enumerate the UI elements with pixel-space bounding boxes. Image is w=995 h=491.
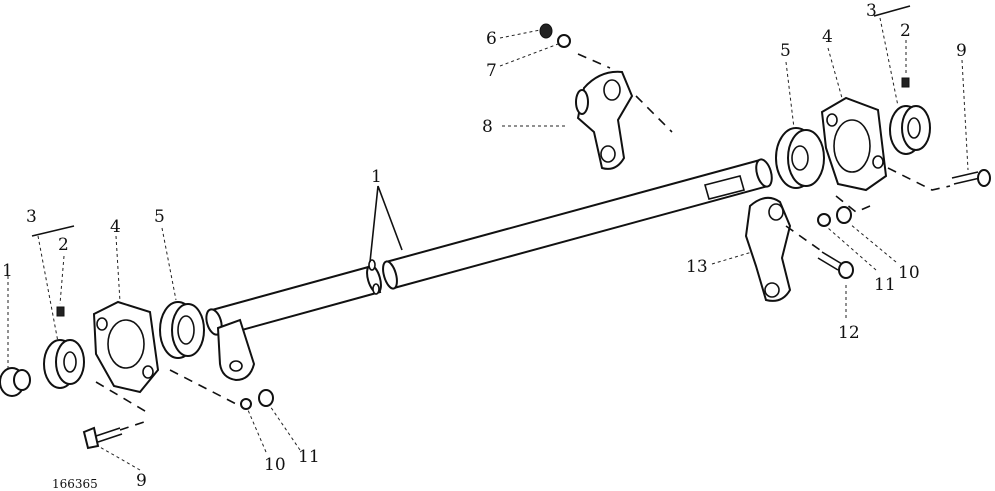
leader-5-left — [161, 227, 177, 301]
spacer-left — [159, 301, 205, 359]
leader-11-right — [827, 227, 877, 271]
leader-13 — [711, 251, 753, 265]
leader-5-right — [785, 61, 795, 129]
bearing-right — [889, 105, 931, 155]
callout-11-left: 11 — [298, 447, 320, 467]
callout-2-right: 2 — [900, 21, 911, 41]
callout-8: 8 — [482, 117, 493, 137]
leader-10-right — [849, 223, 897, 263]
leader-9-right — [961, 59, 969, 171]
flange-left — [92, 300, 160, 394]
callout-9-left: 9 — [136, 471, 147, 491]
bracket-3-right — [873, 5, 911, 17]
callout-13: 13 — [686, 257, 708, 277]
set-screw-left — [56, 306, 65, 317]
bearing-left — [43, 339, 85, 389]
leader-1-shaft — [369, 185, 403, 263]
assembly-line-right-1 — [887, 167, 951, 191]
leader-9-left — [97, 445, 141, 471]
washer-left — [240, 398, 252, 410]
callout-5-left: 5 — [154, 207, 165, 227]
callout-5-right: 5 — [780, 41, 791, 61]
callout-9-right: 9 — [956, 41, 967, 61]
leader-4-right — [827, 47, 843, 99]
callout-10-left: 10 — [264, 455, 286, 475]
assembly-line-left-2 — [119, 419, 151, 431]
callout-11-right: 11 — [874, 275, 896, 295]
nut-right — [836, 206, 852, 224]
leader-4-left — [115, 235, 121, 303]
assembly-line-arm — [785, 225, 821, 251]
drawing-code: 166365 — [52, 477, 98, 491]
leader-10-left — [247, 409, 267, 453]
bolt-left — [82, 426, 123, 450]
callout-1-shaft: 1 — [371, 167, 382, 187]
bolt-right — [951, 169, 991, 187]
bracket-upper — [575, 70, 634, 170]
nut-left — [258, 389, 274, 407]
callout-4-left: 4 — [110, 217, 121, 237]
callout-3-right: 3 — [866, 1, 877, 21]
callout-3-left: 3 — [26, 207, 37, 227]
callout-12: 12 — [838, 323, 860, 343]
leader-7 — [499, 43, 559, 67]
callout-10-right: 10 — [898, 263, 920, 283]
shaft-left-arm — [205, 308, 256, 382]
assembly-line-bracket — [577, 53, 673, 133]
flange-right — [820, 96, 888, 192]
arm-right — [744, 196, 792, 302]
leader-2-left — [59, 255, 65, 305]
assembly-line-right-2 — [835, 195, 871, 213]
leader-6 — [499, 29, 541, 39]
bracket-3-left — [31, 225, 75, 237]
leader-3-left — [37, 235, 59, 343]
nut-6 — [539, 23, 553, 39]
washer-7 — [557, 34, 571, 48]
shaft-right-segment — [382, 158, 773, 290]
assembly-line-left-3 — [169, 369, 241, 407]
leader-11-left — [269, 405, 301, 451]
callout-6: 6 — [486, 29, 497, 49]
washer-right — [817, 213, 831, 227]
leader-3-right — [879, 17, 899, 107]
callout-1-left: 1 — [2, 261, 13, 281]
callout-4-right: 4 — [822, 27, 833, 47]
collar-left — [0, 367, 31, 397]
callout-2-left: 2 — [58, 235, 69, 255]
assembly-line-left-1 — [95, 381, 151, 415]
spacer-right — [775, 127, 825, 189]
callout-7: 7 — [486, 61, 497, 81]
bolt-12 — [817, 251, 854, 279]
set-screw-right — [901, 77, 910, 88]
